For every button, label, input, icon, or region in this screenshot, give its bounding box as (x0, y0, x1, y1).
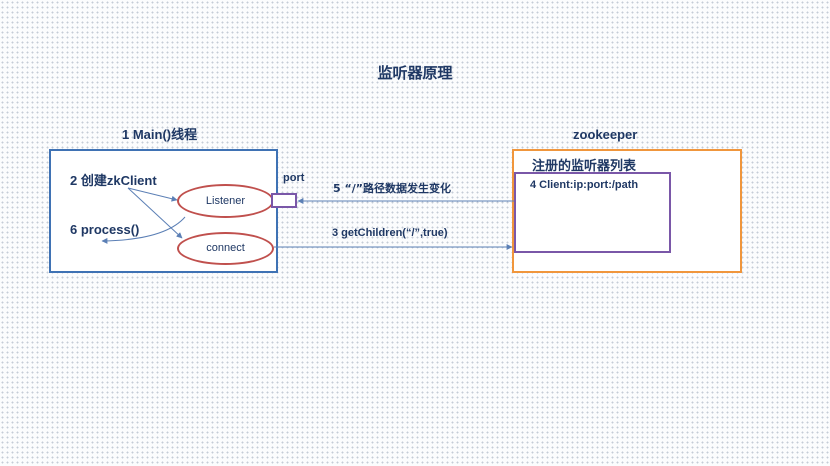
listener-oval: Listener (177, 184, 274, 218)
listener-to-process-arrow (101, 216, 186, 244)
create-to-listener-arrow (127, 187, 178, 202)
notify-arrow-label: 5 “/”路径数据发生变化 (333, 182, 451, 195)
port-label: port (283, 172, 305, 184)
create-to-connect-arrow (127, 187, 183, 239)
connect-oval: connect (177, 232, 274, 265)
registry-label: 注册的监听器列表 (532, 159, 637, 174)
diagram-title: 监听器原理 (377, 64, 453, 82)
zookeeper-label: zookeeper (573, 127, 638, 142)
registry-list-box (514, 172, 671, 253)
step-process: 6 process() (70, 222, 140, 237)
registry-entry: 4 Client:ip:port:/path (530, 179, 639, 191)
get-children-arrow-label: 3 getChildren(“/”,true) (332, 227, 448, 239)
step-create-zkclient: 2 创建zkClient (70, 173, 157, 188)
main-thread-label: 1 Main()线程 (122, 127, 198, 142)
port-box (271, 193, 297, 208)
